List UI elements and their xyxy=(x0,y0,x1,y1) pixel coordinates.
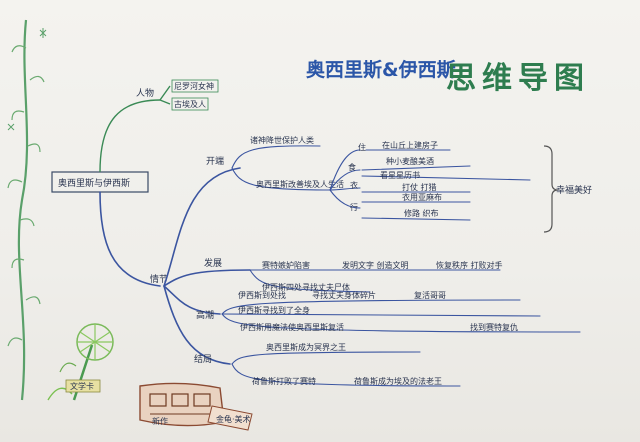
title-part1: 奥西里斯&伊西斯 xyxy=(306,58,456,81)
development-sub-2: 恢复秩序 打败对手 xyxy=(436,260,503,270)
people-item-0: 尼罗河女神 xyxy=(174,81,214,91)
ending-sub-0: 荷鲁斯成为埃及的法老王 xyxy=(354,376,442,386)
people-subbranch xyxy=(159,85,171,105)
ending-branch xyxy=(163,285,231,365)
development-item-1: 伊西斯四处寻找丈夫尸体 xyxy=(262,282,350,292)
ending-item-0: 奥西里斯成为冥界之王 xyxy=(266,342,346,352)
plot-branch xyxy=(99,191,161,287)
beginning-item-0: 诸神降世保护人类 xyxy=(250,135,314,145)
climax-branch xyxy=(163,285,221,315)
palm-drawing xyxy=(47,323,114,401)
stamp-sub-label: 金龟·美术 xyxy=(216,414,251,424)
bracket-note: 幸福美好 xyxy=(556,184,592,196)
beginning-label: 开端 xyxy=(206,155,224,167)
deeds-head-3: 行 xyxy=(350,202,358,212)
climax-sub-2: 伊西斯寻找到了全身 xyxy=(238,305,310,315)
people-item-1: 古埃及人 xyxy=(174,99,206,109)
climax-label: 高潮 xyxy=(196,309,214,321)
vine-decoration xyxy=(7,19,47,401)
deed-5: 修路 织布 xyxy=(404,208,439,218)
plot-label: 情节 xyxy=(150,273,168,285)
deeds-head-2: 衣 xyxy=(350,180,358,190)
deed-3: 打仗 打猎 xyxy=(402,182,437,192)
title-part2: 思维导图 xyxy=(446,61,590,96)
people-label: 人物 xyxy=(136,87,154,99)
deed-2: 看星星历书 xyxy=(380,170,420,180)
deeds-head-1: 食 xyxy=(348,162,356,172)
people-branch xyxy=(99,99,161,173)
beginning-branch xyxy=(163,167,241,287)
development-label: 发展 xyxy=(204,257,222,269)
climax-sub-3: 伊西斯用魔法使奥西里斯复活 xyxy=(240,322,344,332)
climax-sub-4: 找到赛特复仇 xyxy=(470,322,518,332)
development-sub-0: 发明文字 创造文明 xyxy=(342,260,409,270)
development-branch xyxy=(163,269,251,287)
tag-label: 文学卡 xyxy=(70,381,94,391)
deed-4: 衣用亚麻布 xyxy=(402,192,442,202)
stamp-drawing xyxy=(139,382,253,431)
climax-item-0: 复活哥哥 xyxy=(414,290,446,300)
deed-1: 种小麦酿美酒 xyxy=(386,156,434,166)
climax-sub-0: 伊西斯到处找 xyxy=(238,290,286,300)
development-item-0: 赛特嫉妒陷害 xyxy=(262,260,310,270)
center-node-label: 奥西里斯与伊西斯 xyxy=(58,177,130,189)
deed-0: 在山丘上建房子 xyxy=(382,140,438,150)
beginning-item-1: 奥西里斯改善埃及人生活 xyxy=(256,179,344,189)
deeds-head-0: 住 xyxy=(358,142,366,152)
ending-item-1: 荷鲁斯打败了赛特 xyxy=(252,376,316,386)
climax-sub-1: 寻找丈夫身体碎片 xyxy=(312,290,376,300)
ending-label: 结局 xyxy=(194,353,212,365)
bracket xyxy=(543,145,559,233)
stamp-label: 新作 xyxy=(152,416,168,426)
